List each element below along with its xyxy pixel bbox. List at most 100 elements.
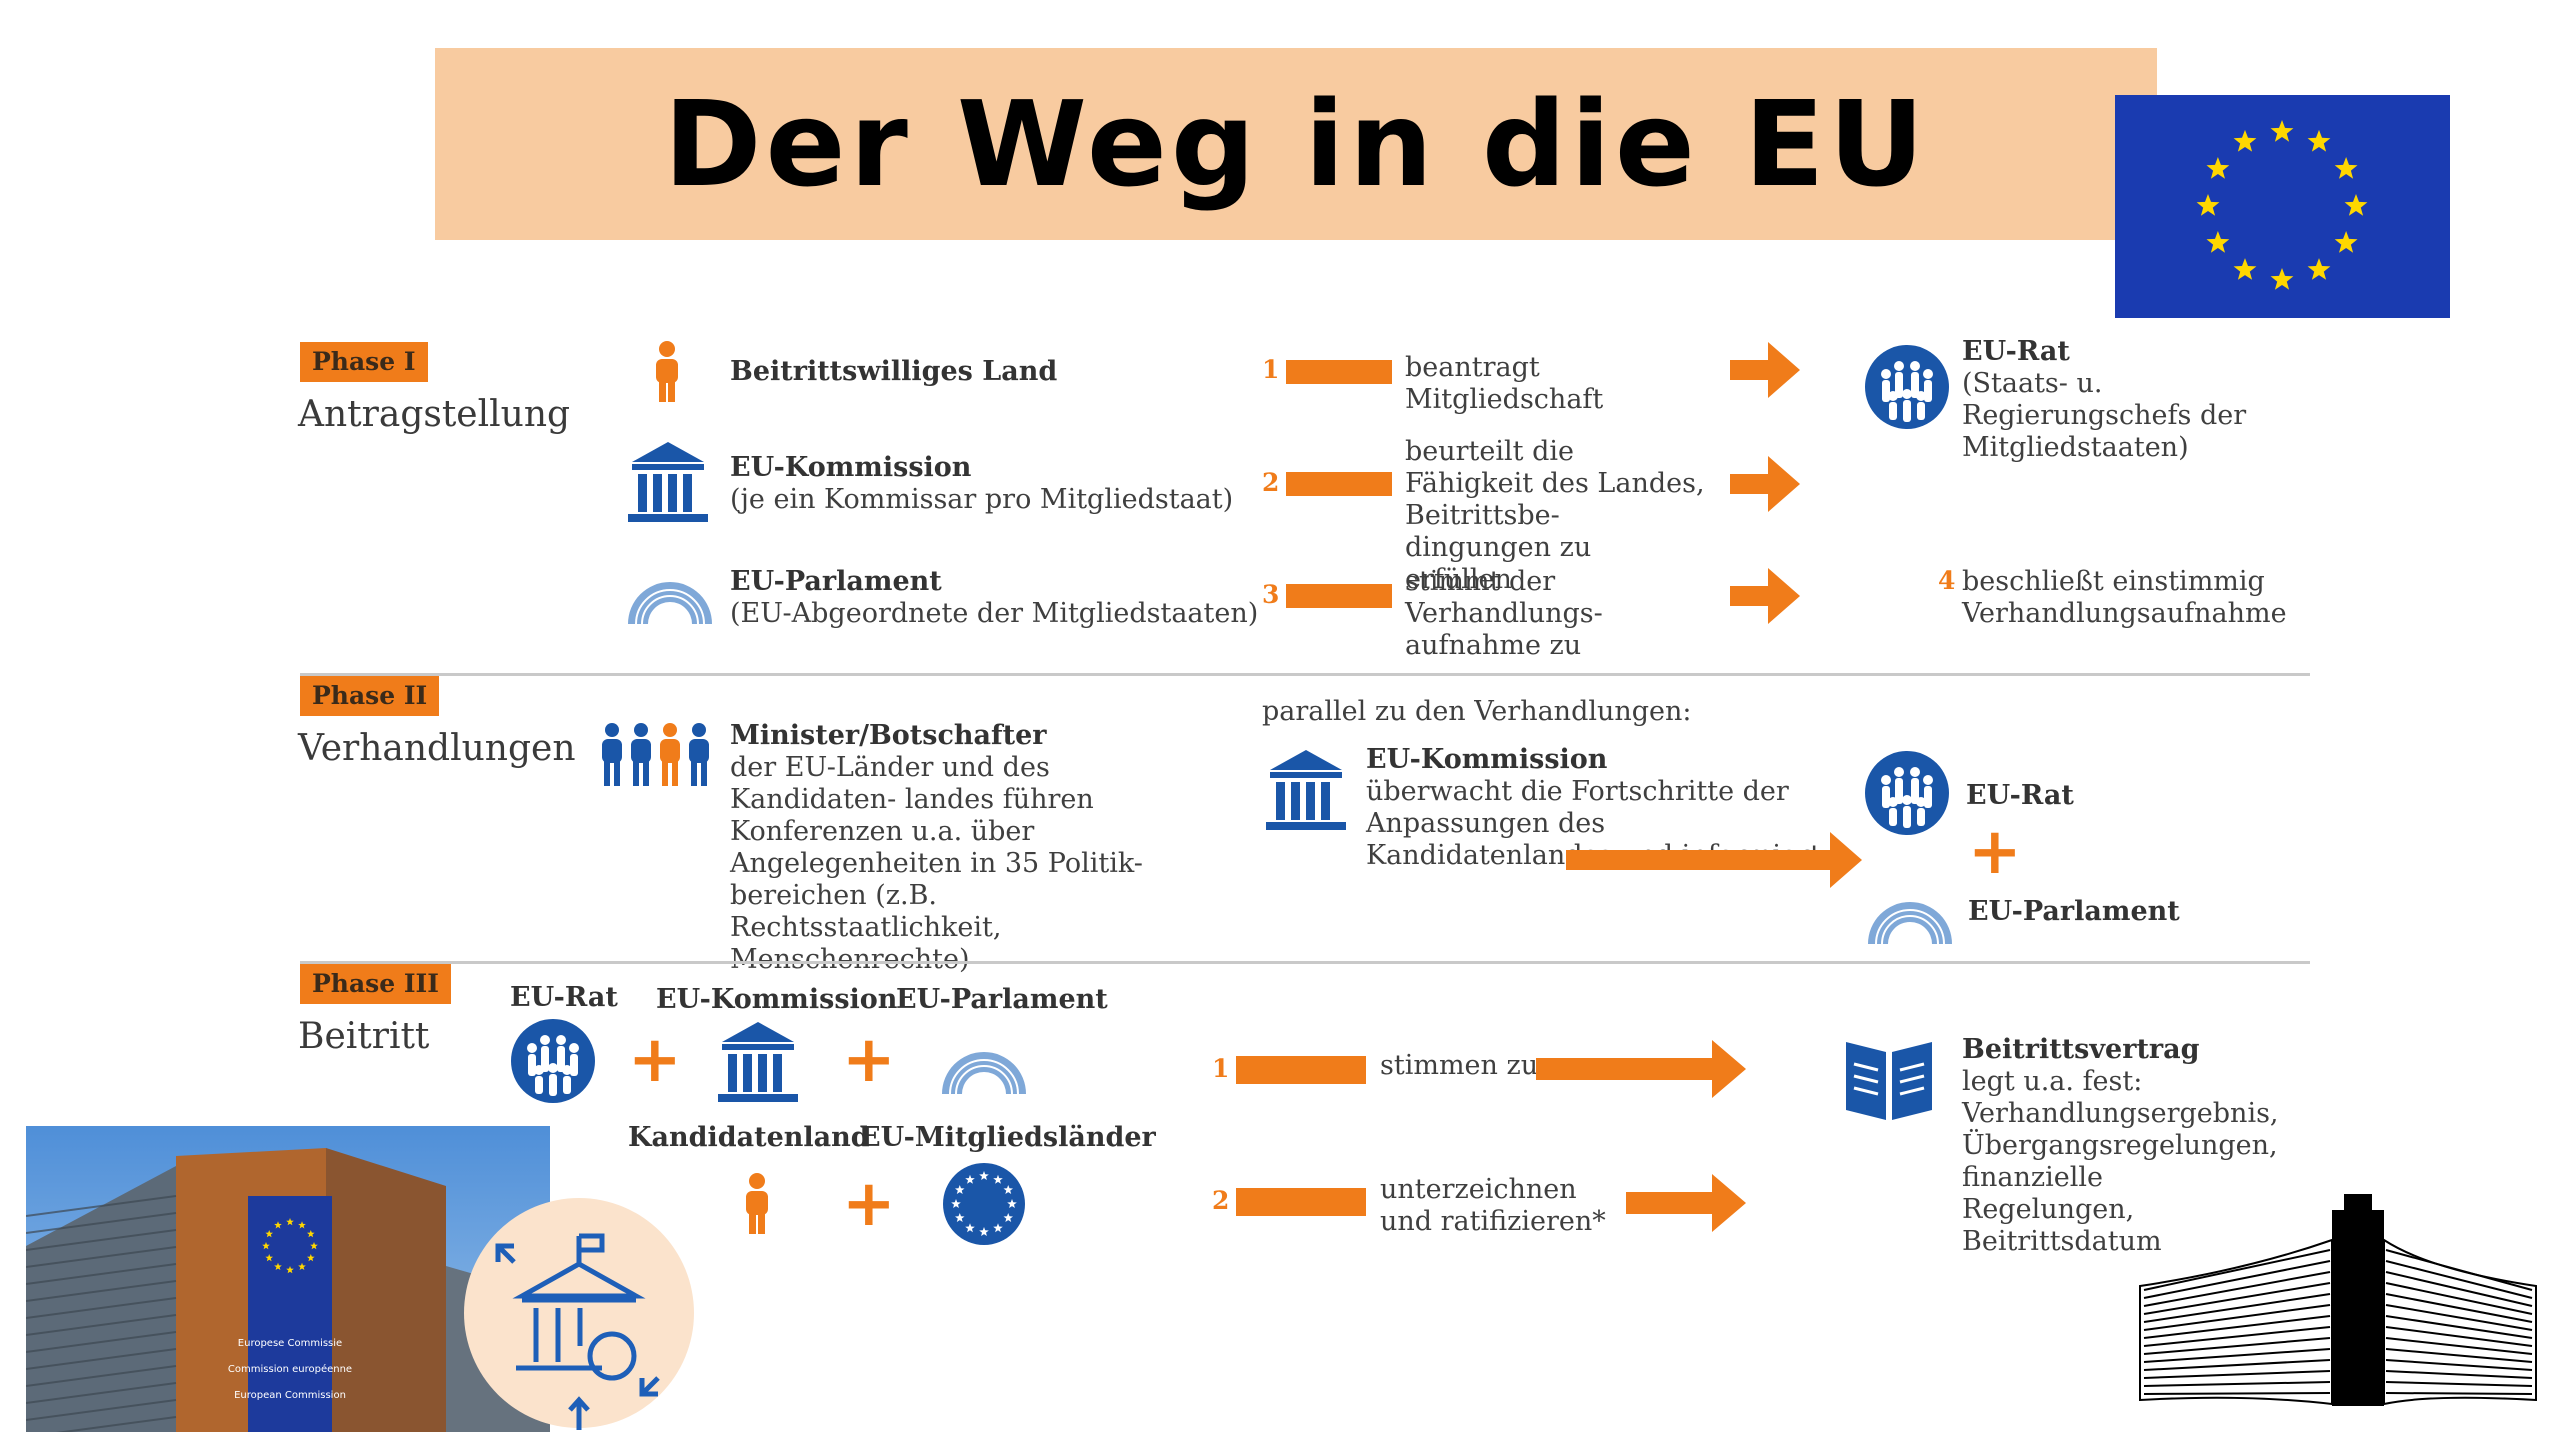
phase3-num-2: 2 xyxy=(1212,1186,1230,1215)
banner-line-3: European Commission xyxy=(234,1390,346,1401)
phase2-actor-title: Minister/Botschafter xyxy=(730,720,1047,751)
phase3-commission-label: EU-Kommission xyxy=(656,984,898,1015)
star-icon xyxy=(955,1213,965,1222)
eu-flag-stars xyxy=(2196,120,2368,290)
phase2-parliament: EU-Parlament xyxy=(1968,896,2180,927)
star-icon xyxy=(274,1221,282,1229)
parliament-icon xyxy=(626,560,714,626)
phase3-name: Beitritt xyxy=(298,1016,430,1057)
building-icon xyxy=(718,1020,798,1104)
phase1-actor-country: Beitrittswilliges Land xyxy=(730,356,1058,387)
parliament-icon xyxy=(940,1030,1028,1096)
phase1-council-sub: (Staats- u. Regierungschefs der Mitglied… xyxy=(1962,368,2247,463)
phase2-commission-title: EU-Kommission xyxy=(1366,744,1608,775)
phase1-bar-2 xyxy=(1286,472,1392,496)
star-icon xyxy=(265,1254,273,1262)
title-band xyxy=(435,48,2157,240)
banner-line-2: Commission européenne xyxy=(228,1363,352,1375)
phase3-badge: Phase III xyxy=(300,964,451,1004)
institution-circle-icon xyxy=(462,1196,696,1430)
star-icon xyxy=(2334,157,2358,179)
page-title: Der Weg in die EU xyxy=(663,75,1929,213)
star-icon xyxy=(2233,258,2257,280)
star-icon xyxy=(2307,258,2331,280)
berlaymont-drawing-icon xyxy=(2136,1190,2540,1408)
phase3-members-label: EU-Mitgliedsländer xyxy=(860,1122,1156,1153)
star-icon xyxy=(951,1199,961,1208)
phase3-num-1: 1 xyxy=(1212,1054,1230,1083)
divider xyxy=(300,673,2310,676)
star-icon xyxy=(965,1223,975,1233)
plus-icon: + xyxy=(842,1023,896,1097)
star-icon xyxy=(993,1174,1003,1184)
phase1-badge: Phase I xyxy=(300,342,428,382)
long-arrow-right-icon xyxy=(1566,832,1862,888)
phase1-num-1: 1 xyxy=(1262,355,1280,384)
building-icon xyxy=(1266,748,1346,832)
phase2-name: Verhandlungen xyxy=(298,728,576,769)
star-icon xyxy=(1007,1199,1017,1208)
council-icon xyxy=(510,1018,596,1104)
star-icon xyxy=(286,1266,294,1274)
phase1-name: Antragstellung xyxy=(298,394,571,435)
divider xyxy=(300,961,2310,964)
star-icon xyxy=(2196,194,2220,216)
phase1-decision: beschließt einstimmig Verhandlungsaufnah… xyxy=(1962,566,2287,629)
eu-stars-circle-icon xyxy=(942,1162,1026,1246)
phase1-num-2: 2 xyxy=(1262,468,1280,497)
phase1-num-3: 3 xyxy=(1262,580,1280,609)
long-arrow-right-icon xyxy=(1536,1040,1746,1098)
phase1-bar-3 xyxy=(1286,584,1392,608)
phase1-actor-commission: EU-Kommission xyxy=(730,452,972,483)
star-icon xyxy=(2307,129,2331,152)
plus-icon: + xyxy=(628,1023,682,1097)
star-icon xyxy=(2206,231,2230,253)
star-icon xyxy=(965,1174,975,1184)
phase3-step1: stimmen zu xyxy=(1380,1050,1539,1081)
star-icon xyxy=(265,1230,273,1238)
arrow-right-icon xyxy=(1626,1174,1746,1232)
star-icon xyxy=(1003,1185,1013,1194)
star-icon xyxy=(993,1223,1003,1233)
council-icon xyxy=(1864,750,1950,836)
person-icon xyxy=(650,340,684,404)
phase3-step2: unterzeichnen und ratifizieren* xyxy=(1380,1174,1606,1237)
star-icon xyxy=(310,1242,318,1250)
phase3-treaty-title: Beitrittsvertrag xyxy=(1962,1034,2200,1065)
star-icon xyxy=(2270,120,2294,142)
phase2-parallel-label: parallel zu den Verhandlungen: xyxy=(1262,696,1692,727)
phase1-actor-parliament: EU-Parlament xyxy=(730,566,942,597)
star-icon xyxy=(955,1185,965,1194)
arrow-right-icon xyxy=(1730,342,1800,398)
phase2-actor-sub: der EU-Länder und des Kandidaten- landes… xyxy=(730,752,1143,975)
star-icon xyxy=(307,1230,315,1238)
eu-flag-icon xyxy=(2115,95,2450,318)
phase3-bar-2 xyxy=(1236,1188,1366,1216)
phase3-council-label: EU-Rat xyxy=(510,982,618,1013)
arrow-right-icon xyxy=(1730,456,1800,512)
phase3-bar-1 xyxy=(1236,1056,1366,1084)
phase3-parliament-label: EU-Parlament xyxy=(896,984,1108,1015)
phase1-actor-parliament-sub: (EU-Abgeordnete der Mitgliedstaaten) xyxy=(730,598,1259,629)
star-icon xyxy=(262,1242,270,1250)
star-icon xyxy=(2233,129,2257,152)
phase1-action-3: stimmt der Verhandlungs- aufnahme zu xyxy=(1405,566,1603,661)
phase2-council: EU-Rat xyxy=(1966,780,2074,811)
star-icon xyxy=(298,1262,306,1270)
star-icon xyxy=(298,1221,306,1229)
star-icon xyxy=(979,1227,989,1236)
council-icon xyxy=(1864,344,1950,430)
plus-icon: + xyxy=(842,1167,896,1241)
phase1-council-title: EU-Rat xyxy=(1962,336,2070,367)
star-icon xyxy=(2344,194,2368,216)
star-icon xyxy=(979,1171,989,1180)
group-people-icon xyxy=(598,722,714,788)
phase3-treaty-sub: legt u.a. fest: Verhandlungsergebnis, Üb… xyxy=(1962,1066,2279,1257)
star-icon xyxy=(2270,268,2294,290)
treaty-book-icon xyxy=(1842,1034,1936,1124)
phase1-action-2: beurteilt die Fähigkeit des Landes, Beit… xyxy=(1405,436,1705,595)
star-icon xyxy=(307,1254,315,1262)
star-icon xyxy=(2334,231,2358,253)
phase2-badge: Phase II xyxy=(300,676,440,716)
phase1-num-4: 4 xyxy=(1938,566,1956,595)
